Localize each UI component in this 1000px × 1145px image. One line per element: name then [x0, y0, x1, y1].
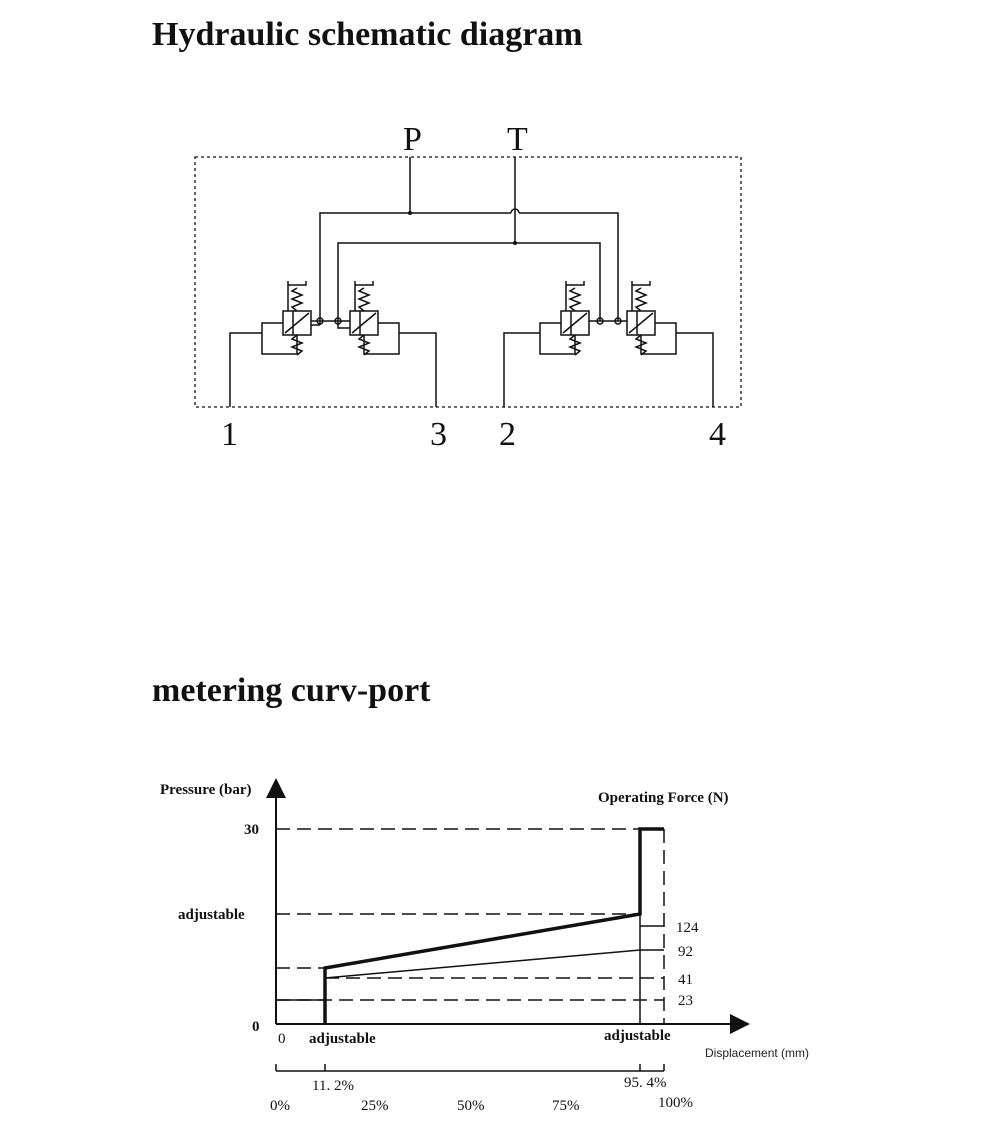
scale-100: 100%	[658, 1095, 693, 1111]
port-2-label: 2	[499, 416, 516, 453]
percent-scale: 11. 2% 95. 4% 0% 25% 50% 75% 100%	[270, 1064, 693, 1114]
force-curve-92	[324, 949, 641, 979]
port-p-label: P	[403, 121, 422, 158]
port-2-line	[503, 332, 540, 407]
port-4-line	[676, 332, 714, 407]
x-tick-adjustable-right: adjustable	[604, 1028, 671, 1044]
x-axis-label: Displacement (mm)	[705, 1046, 809, 1060]
manifold-boundary	[194, 156, 742, 408]
schematic-title: Hydraulic schematic diagram	[152, 16, 583, 53]
pressure-header	[319, 212, 619, 325]
x-tick-adjustable-left: adjustable	[309, 1031, 376, 1047]
port-1-line	[229, 332, 262, 407]
scale-75: 75%	[552, 1098, 580, 1114]
force-124: 124	[676, 920, 699, 936]
hydraulic-schematic: P T 1 3 2 4	[194, 121, 742, 453]
y-axis-label: Pressure (bar)	[160, 782, 252, 798]
scale-0: 0%	[270, 1098, 290, 1114]
y-tick-30: 30	[244, 822, 259, 838]
percent-95: 95. 4%	[624, 1075, 667, 1091]
percent-11: 11. 2%	[312, 1078, 354, 1094]
port-1-label: 1	[221, 416, 238, 453]
scale-25: 25%	[361, 1098, 389, 1114]
port-3-label: 3	[430, 416, 447, 453]
force-23: 23	[678, 993, 693, 1009]
tank-header	[337, 242, 601, 320]
port-t-label: T	[507, 121, 528, 158]
pressure-curve	[323, 827, 664, 1024]
y-tick-0: 0	[252, 1019, 260, 1035]
scale-50: 50%	[457, 1098, 485, 1114]
y-tick-adjustable: adjustable	[178, 907, 245, 923]
metering-title: metering curv-port	[152, 672, 431, 709]
port-3-line	[399, 332, 437, 407]
force-41: 41	[678, 972, 693, 988]
port-4-label: 4	[709, 416, 726, 453]
metering-curve: Pressure (bar) 30 adjustable 0 Operating…	[160, 778, 809, 1114]
force-92: 92	[678, 944, 693, 960]
x-tick-0: 0	[278, 1031, 286, 1047]
force-axis-label: Operating Force (N)	[598, 790, 729, 806]
